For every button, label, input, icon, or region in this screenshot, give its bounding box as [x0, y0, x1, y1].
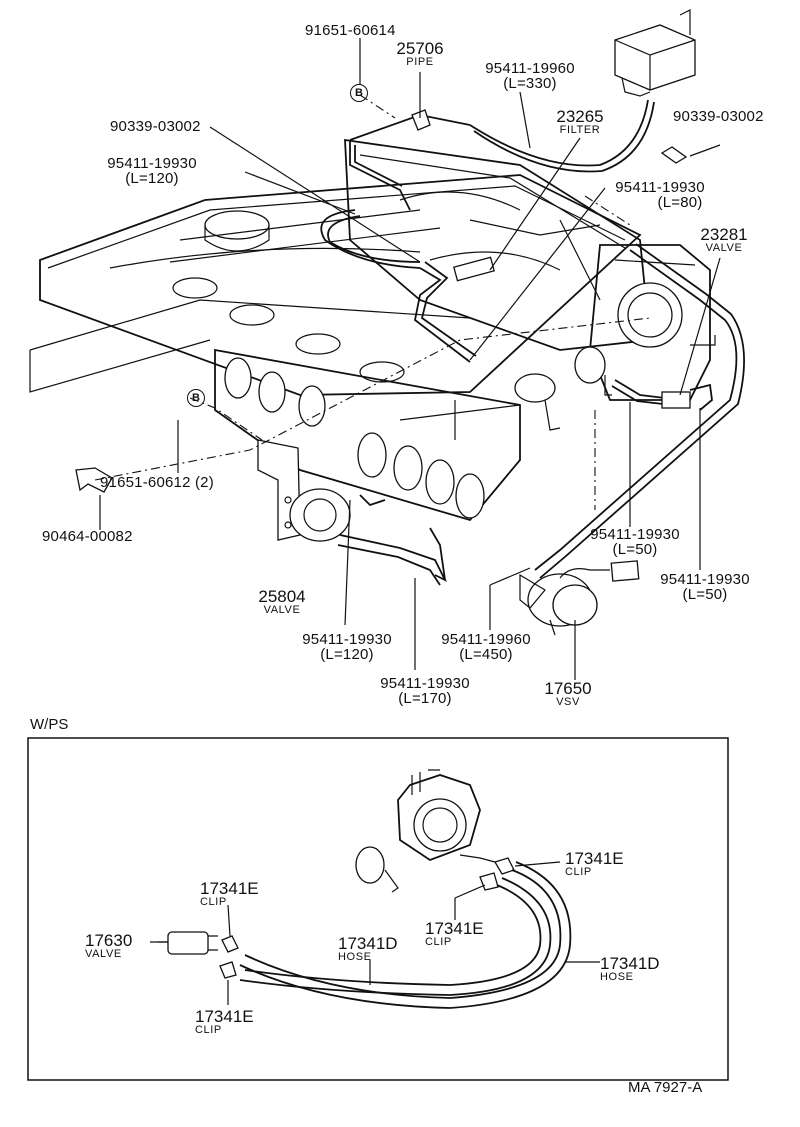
label-95411-19930-e: 95411-19930	[302, 631, 392, 648]
label-95411-19930-d: 95411-19930	[660, 571, 750, 588]
callout-25804: 25804 VALVE	[258, 588, 305, 616]
inset-title: W/PS	[30, 716, 69, 733]
label-95411-19930-a-len: (L=120)	[125, 170, 179, 187]
label-17630-sub: VALVE	[85, 948, 122, 960]
callout-17341e-lower-left: 17341E CLIP	[195, 1008, 254, 1036]
label-95411-19930-e-len: (L=120)	[320, 646, 374, 663]
label-95411-19930-b: 95411-19930	[615, 179, 705, 196]
callout-95411-19930-f: 95411-19930 (L=170)	[380, 676, 470, 706]
throttle-body	[514, 244, 716, 431]
label-95411-19930-b-len: (L=80)	[657, 194, 703, 211]
label-17341d-right: 17341D	[600, 954, 660, 973]
label-90464-00082: 90464-00082	[42, 528, 133, 545]
callout-95411-19930-c: 95411-19930 (L=50)	[590, 527, 680, 557]
valve-25804-drawing	[257, 439, 351, 542]
reference-mark-b-left: B	[187, 389, 205, 407]
label-17630: 17630	[85, 931, 133, 950]
intake-manifold	[214, 348, 521, 522]
label-17341e-right: 17341E	[565, 849, 624, 868]
callout-17630: 17630 VALVE	[85, 932, 132, 960]
callout-95411-19930-a: 95411-19930 (L=120)	[107, 156, 197, 186]
callout-95411-19930-b: 95411-19930 (L=80)	[615, 180, 705, 210]
inset-drawing	[150, 769, 600, 1009]
label-17341e-right-sub: CLIP	[565, 866, 592, 878]
label-95411-19960-bot-len: (L=450)	[459, 646, 513, 663]
label-95411-19930-a: 95411-19930	[107, 155, 197, 172]
label-95411-19960-top-len: (L=330)	[503, 75, 557, 92]
air-intake-chamber	[344, 138, 651, 351]
leader-lines	[99, 38, 721, 680]
label-95411-19960-bot: 95411-19960	[441, 631, 531, 648]
label-17341e-mid-sub: CLIP	[425, 936, 452, 948]
label-95411-19930-f-len: (L=170)	[398, 690, 452, 707]
label-23281: 23281	[700, 225, 748, 244]
hoses	[320, 99, 745, 586]
callout-17341e-mid: 17341E CLIP	[425, 920, 484, 948]
label-90339-03002-right: 90339-03002	[673, 108, 764, 125]
callout-17341d-left: 17341D HOSE	[338, 935, 398, 963]
callout-17341d-right: 17341D HOSE	[600, 955, 660, 983]
callout-95411-19960-top: 95411-19960 (L=330)	[485, 61, 575, 91]
reference-mark-b-top: B	[350, 84, 368, 102]
label-95411-19960-top: 95411-19960	[485, 60, 575, 77]
label-95411-19930-d-len: (L=50)	[682, 586, 728, 603]
label-23265-sub: FILTER	[559, 124, 601, 136]
label-17650-sub: VSV	[556, 696, 580, 708]
callout-95411-19930-e: 95411-19930 (L=120)	[302, 632, 392, 662]
label-91651-60614: 91651-60614	[305, 22, 396, 39]
label-17341e-lower-left: 17341E	[195, 1007, 254, 1026]
label-23265: 23265	[556, 107, 604, 126]
label-95411-19930-f: 95411-19930	[380, 675, 470, 692]
label-17650: 17650	[544, 679, 592, 698]
label-17341d-left-sub: HOSE	[338, 951, 372, 963]
clip-90339-left-drawing	[411, 109, 431, 131]
callout-95411-19930-d: 95411-19930 (L=50)	[660, 572, 750, 602]
label-17341e-mid: 17341E	[425, 919, 484, 938]
callout-25706: 25706 PIPE	[396, 40, 443, 68]
label-23281-sub: VALVE	[705, 242, 743, 254]
diagram-code: MA 7927-A	[628, 1079, 703, 1096]
label-17341e-lower-left-sub: CLIP	[195, 1024, 222, 1036]
label-91651-60612: 91651-60612 (2)	[100, 474, 214, 491]
callout-17341e-right: 17341E CLIP	[565, 850, 624, 878]
inset-frame	[27, 737, 729, 1081]
clip-90339-right-drawing	[660, 146, 688, 164]
callout-23281: 23281 VALVE	[700, 226, 747, 254]
label-17341d-right-sub: HOSE	[600, 971, 634, 983]
label-95411-19930-c-len: (L=50)	[612, 541, 658, 558]
callout-17341e-upper-left: 17341E CLIP	[200, 880, 259, 908]
callout-17650: 17650 VSV	[544, 680, 591, 708]
label-17341e-upper-left-sub: CLIP	[200, 896, 227, 908]
label-95411-19930-c: 95411-19930	[590, 526, 680, 543]
label-17341e-upper-left: 17341E	[200, 879, 259, 898]
label-90339-03002-left: 90339-03002	[110, 118, 201, 135]
clip-90464-drawing	[75, 467, 113, 493]
callout-95411-19960-bot: 95411-19960 (L=450)	[441, 632, 531, 662]
label-17341d-left: 17341D	[338, 934, 398, 953]
label-25706-sub: PIPE	[406, 56, 434, 68]
cylinder-head-cover	[29, 174, 642, 396]
callout-23265: 23265 FILTER	[556, 108, 603, 136]
vsv-17650-drawing	[519, 560, 640, 636]
label-25706: 25706	[396, 39, 444, 58]
label-25804-sub: VALVE	[263, 604, 301, 616]
label-25804: 25804	[258, 587, 306, 606]
vacuum-filter-box	[614, 9, 696, 97]
